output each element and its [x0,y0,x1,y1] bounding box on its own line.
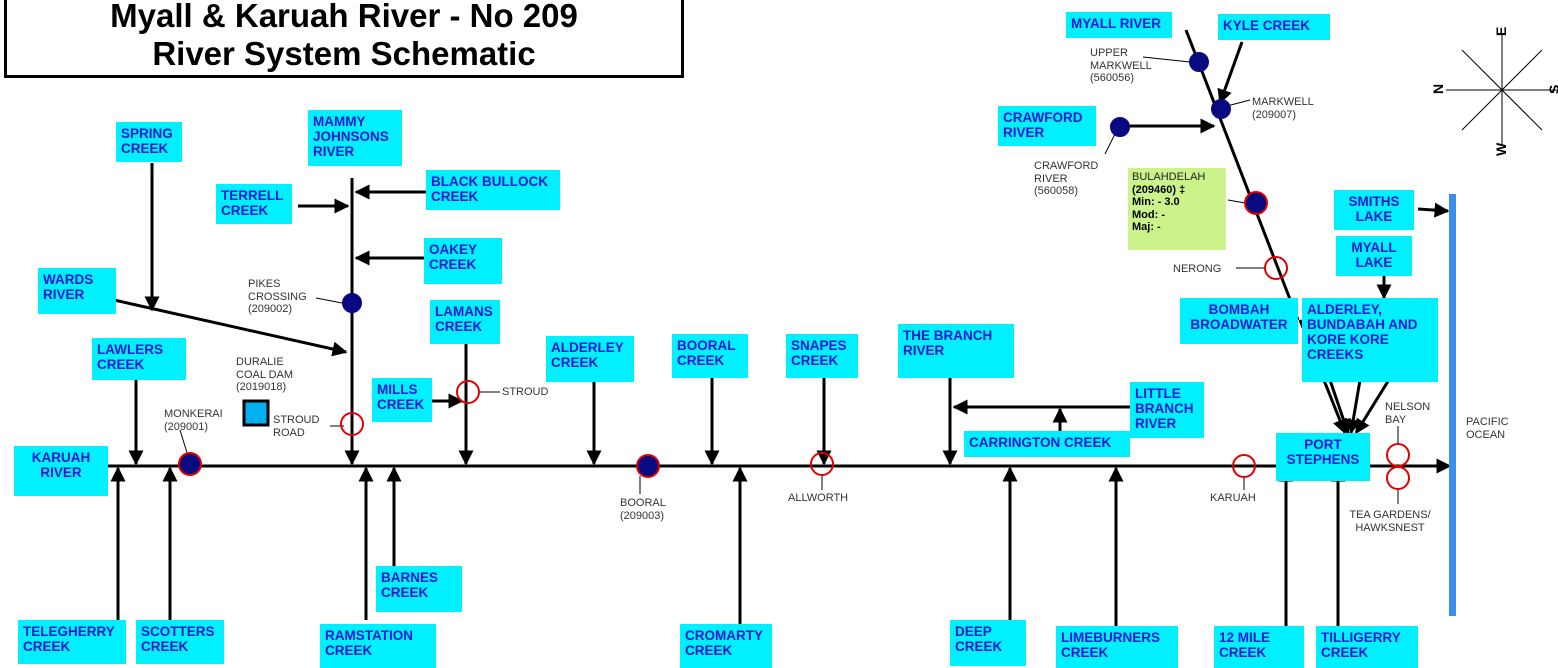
title-line-2: River System Schematic [152,35,536,72]
compass-west-label: W [1493,142,1509,156]
ocean-label: PACIFIC OCEAN [1466,416,1509,441]
station-label-nelson-bay: NELSON BAY [1385,401,1431,426]
label-booral-creek: BOORAL CREEK [672,334,748,378]
gauge-pikes-crossing [342,293,362,313]
bulahdelah-min: Min: - 3.0 [1132,196,1180,208]
compass-icon [1446,34,1558,146]
label-black-bullock-creek: BLACK BULLOCK CREEK [426,170,560,210]
bulahdelah-code: (209460) ‡ [1132,183,1186,196]
label-oakey-creek: OAKEY CREEK [424,238,502,284]
label-tilligerry-creek: TILLIGERRY CREEK [1316,626,1418,668]
kyle-creek-arrow [1217,41,1244,105]
label-lamans-creek: LAMANS CREEK [430,300,500,344]
label-port-stephens: PORT STEPHENS [1276,433,1370,481]
compass-east-label: E [1493,27,1509,36]
gauge-upper-markwell [1189,52,1209,72]
bulahdelah-mod: Mod: - [1132,208,1165,221]
label-telegherry-creek: TELEGHERRY CREEK [18,620,126,664]
gauge-bulahdelah [1244,191,1268,215]
station-label-stroud: STROUD [502,386,549,398]
station-label-upper-markwell: UPPER MARKWELL (560056) [1090,47,1152,84]
label-12-mile-creek: 12 MILE CREEK [1214,626,1304,668]
pacific-ocean-bar [1449,194,1456,616]
station-label-markwell: MARKWELL (209007) [1252,96,1314,121]
gauge-stroud-road [340,412,364,436]
station-label-monkerai: MONKERAI (209001) [164,408,223,433]
station-label-stroud-road: STROUD ROAD [273,414,320,439]
label-wards-river: WARDS RIVER [38,268,116,314]
station-label-tea-gardens: TEA GARDENS/ HAWKSNEST [1349,509,1431,534]
label-mammy-johnsons-river: MAMMY JOHNSONS RIVER [308,110,402,166]
label-little-branch-river: LITTLE BRANCH RIVER [1130,382,1204,438]
label-mills-creek: MILLS CREEK [372,378,432,422]
label-crawford-river: CRAWFORD RIVER [998,106,1096,146]
label-myall-river: MYALL RIVER [1066,12,1172,38]
gauge-booral [636,454,660,478]
label-bombah-broadwater: BOMBAH BROADWATER [1180,298,1298,344]
station-label-allworth: ALLWORTH [788,492,849,504]
label-terrell-creek: TERRELL CREEK [216,184,292,224]
station-label-duralie: DURALIE COAL DAM (2019018) [236,356,294,393]
gauge-tea-gardens [1386,466,1410,490]
title-line-1: Myall & Karuah River - No 209 [110,0,578,34]
label-ramstation-creek: RAMSTATION CREEK [320,624,436,668]
label-carrington-creek: CARRINGTON CREEK [964,431,1130,457]
label-lawlers-creek: LAWLERS CREEK [92,338,186,380]
smiths-lake-arrow [1417,202,1450,218]
duralie-dam-storage [242,399,270,427]
diagram-title: Myall & Karuah River - No 209 River Syst… [4,0,684,78]
gauge-nerong [1264,256,1288,280]
label-myall-lake: MYALL LAKE [1336,236,1412,276]
label-alderley-creek: ALDERLEY CREEK [546,336,634,382]
label-scotters-creek: SCOTTERS CREEK [136,620,224,664]
bulahdelah-maj: Maj: - [1132,221,1161,233]
label-limeburners-creek: LIMEBURNERS CREEK [1056,626,1178,668]
label-karuah-river: KARUAH RIVER [14,446,108,496]
bulahdelah-name: BULAHDELAH [1132,171,1206,183]
label-barnes-creek: BARNES CREEK [376,566,462,612]
label-spring-creek: SPRING CREEK [116,122,182,162]
label-kyle-creek: KYLE CREEK [1218,14,1330,40]
station-label-crawford-river: CRAWFORD RIVER (560058) [1034,160,1099,197]
gauge-allworth [810,452,834,476]
compass-north-label: N [1430,84,1446,94]
label-alderley-bundabah-kore-kore: ALDERLEY, BUNDABAH AND KORE KORE CREEKS [1302,298,1438,382]
bulahdelah-info-box: BULAHDELAH (209460) ‡ Min: - 3.0 Mod: - … [1128,168,1226,250]
gauge-karuah [1232,454,1256,478]
compass-south-label: S [1546,85,1558,94]
gauge-nelson-bay [1386,443,1410,467]
gauge-crawford [1110,117,1130,137]
label-smiths-lake: SMITHS LAKE [1334,190,1414,230]
station-label-nerong: NERONG [1173,263,1222,275]
gauge-monkerai [178,452,202,476]
gauge-markwell [1211,99,1231,119]
label-cromarty-creek: CROMARTY CREEK [680,624,772,668]
label-snapes-creek: SNAPES CREEK [786,334,858,378]
station-label-karuah: KARUAH [1210,492,1256,504]
station-label-booral: BOORAL (209003) [620,497,666,522]
label-the-branch-river: THE BRANCH RIVER [898,324,1014,378]
station-label-pikes-crossing: PIKES CROSSING (209002) [248,278,307,315]
gauge-stroud [456,380,480,404]
label-deep-creek: DEEP CREEK [950,620,1026,666]
myall-river-channel [1184,29,1300,321]
